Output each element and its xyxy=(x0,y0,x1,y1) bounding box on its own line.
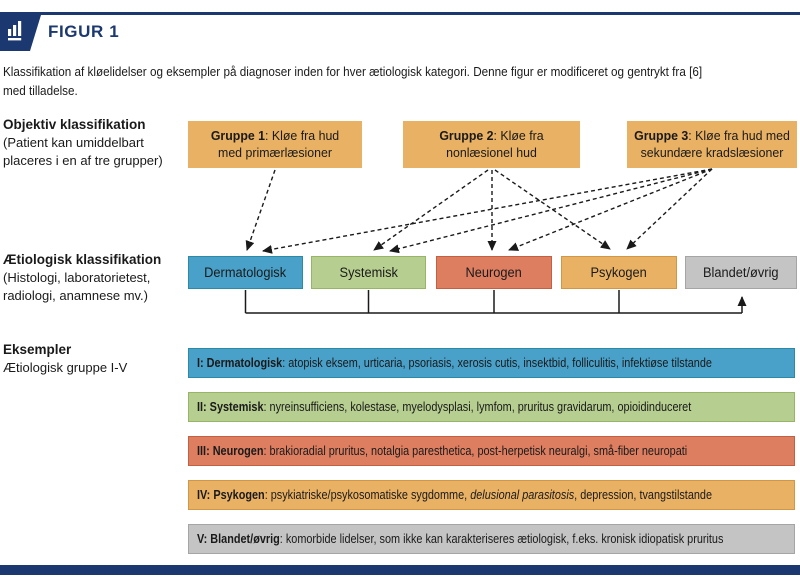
category-box-neurogen: Neurogen xyxy=(436,256,552,289)
example-bar-blandet: V: Blandet/øvrig: komorbide lidelser, so… xyxy=(188,524,795,554)
label-objective-classification: Objektiv klassifikation (Patient kan umi… xyxy=(3,117,163,168)
arrow-g3-dermatologisk xyxy=(262,168,713,254)
caption-line: med tilladelse. xyxy=(3,83,78,98)
bar-chart-icon xyxy=(8,21,22,41)
arrow-g3-neurogen xyxy=(508,168,713,251)
bracket-to-blandet xyxy=(244,290,747,314)
group-box-3: Gruppe 3: Kløe fra hud med sekundære kra… xyxy=(627,121,797,168)
group-box-1: Gruppe 1: Kløe fra hud med primærlæsione… xyxy=(188,121,362,168)
example-bar-systemisk: II: Systemisk: nyreinsufficiens, kolesta… xyxy=(188,392,795,422)
group-box-2: Gruppe 2: Kløe fra nonlæsionel hud xyxy=(403,121,580,168)
footer-rule xyxy=(0,565,800,575)
label-etiologic-classification: Ætiologisk klassifikation (Histologi, la… xyxy=(3,252,162,303)
category-box-psykogen: Psykogen xyxy=(561,256,677,289)
category-box-dermatologisk: Dermatologisk xyxy=(188,256,303,289)
header-top-rule xyxy=(0,12,800,15)
category-box-systemisk: Systemisk xyxy=(311,256,426,289)
caption-line: Klassifikation af kløelidelser og eksemp… xyxy=(3,64,703,79)
arrow-g3-systemisk xyxy=(389,168,713,254)
arrow-g3-psykogen xyxy=(626,168,713,250)
arrow-g1-dermatologisk xyxy=(245,169,276,251)
category-box-blandet: Blandet/øvrig xyxy=(685,256,797,289)
arrow-g2-systemisk xyxy=(373,169,489,251)
figure-tab xyxy=(0,15,42,51)
example-bar-psykogen: IV: Psykogen: psykiatriske/psykosomatisk… xyxy=(188,480,795,510)
label-examples: Eksempler Ætiologisk gruppe I-V xyxy=(3,342,128,375)
figure-title: FIGUR 1 xyxy=(48,22,120,41)
arrow-g2-psykogen xyxy=(494,169,611,250)
example-bar-neurogen: III: Neurogen: brakioradial pruritus, no… xyxy=(188,436,795,466)
figure-caption: Klassifikation af kløelidelser og eksemp… xyxy=(3,62,799,100)
example-bar-dermatologisk: I: Dermatologisk: atopisk eksem, urticar… xyxy=(188,348,795,378)
